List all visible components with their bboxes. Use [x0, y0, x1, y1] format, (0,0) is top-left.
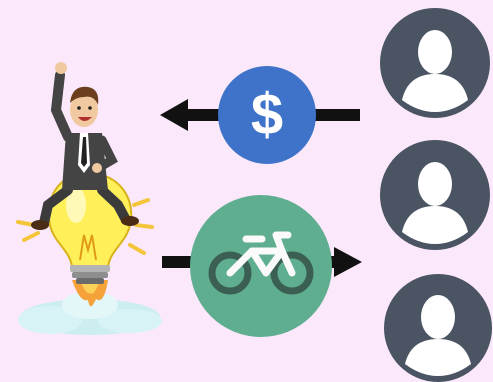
- money-node: $: [218, 66, 316, 164]
- bike-sharing-node: [190, 195, 332, 337]
- user-avatar-icon: [380, 140, 490, 250]
- user-avatar: [380, 8, 490, 118]
- bicycle-icon: [190, 195, 332, 337]
- businessman-on-lightbulb-rocket-icon: [16, 62, 162, 335]
- dollar-icon: $: [218, 66, 316, 164]
- dollar-symbol: $: [251, 82, 283, 147]
- user-avatar-icon: [380, 8, 490, 118]
- entrepreneur-illustration: [0, 55, 170, 340]
- user-avatar-icon: [384, 274, 492, 382]
- user-avatar: [384, 274, 492, 382]
- user-avatar: [380, 140, 490, 250]
